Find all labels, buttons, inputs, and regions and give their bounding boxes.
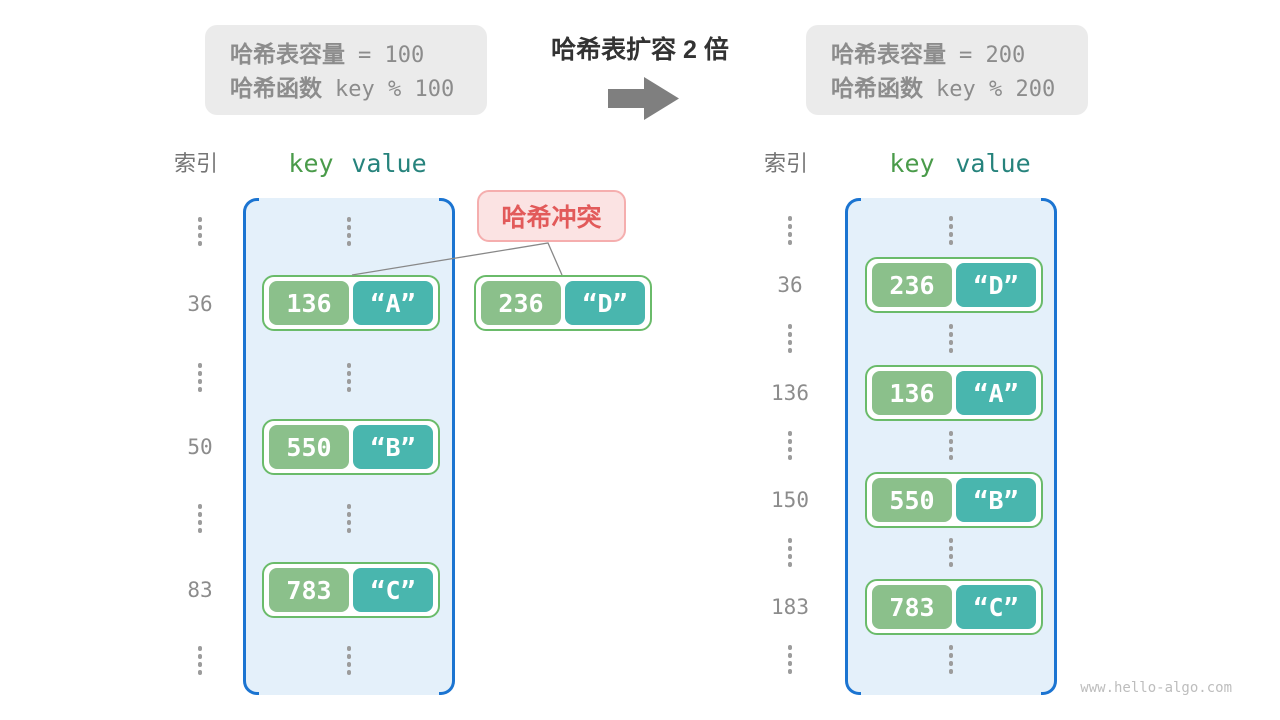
index-label: 183 (771, 595, 809, 619)
value-cell: “C” (956, 585, 1036, 629)
ellipsis-dots (921, 216, 981, 245)
right-arrow-icon (608, 77, 679, 120)
hash-fn-label: 哈希函数 (230, 75, 322, 101)
value-cell: “D” (565, 281, 645, 325)
key-cell: 783 (872, 585, 952, 629)
key-header-left: key (288, 149, 334, 178)
ellipsis-dots (170, 504, 230, 533)
ellipsis-dots (170, 363, 230, 392)
ellipsis-dots (921, 538, 981, 567)
expand-title: 哈希表扩容 2 倍 (551, 36, 729, 64)
kv-entry-136-A: 136 “A” (262, 275, 440, 331)
ellipsis-dots (760, 431, 820, 460)
table-bracket-right (1041, 198, 1057, 695)
value-header-left: value (351, 149, 427, 178)
capacity-label: 哈希表容量 (831, 41, 946, 67)
value-cell: “B” (956, 478, 1036, 522)
index-label: 36 (187, 292, 213, 316)
watermark: www.hello-algo.com (1080, 680, 1232, 696)
key-cell: 136 (872, 371, 952, 415)
ellipsis-dots (921, 645, 981, 674)
table-bracket-left (845, 198, 861, 695)
hash-fn-value: key % 100 (335, 77, 455, 102)
ellipsis-dots (760, 324, 820, 353)
ellipsis-dots (760, 645, 820, 674)
value-cell: “D” (956, 263, 1036, 307)
value-header-right: value (955, 149, 1031, 178)
ellipsis-dots (319, 504, 379, 533)
index-label: 136 (771, 381, 809, 405)
kv-entry-236-D: 236 “D” (865, 257, 1043, 313)
value-cell: “A” (956, 371, 1036, 415)
kv-entry-136-A: 136 “A” (865, 365, 1043, 421)
ellipsis-dots (170, 217, 230, 246)
key-cell: 236 (872, 263, 952, 307)
index-header-right: 索引 (763, 151, 808, 176)
index-header-left: 索引 (173, 151, 218, 176)
key-cell: 236 (481, 281, 561, 325)
kv-entry-783-C: 783 “C” (865, 579, 1043, 635)
index-label: 50 (187, 435, 213, 459)
value-cell: “A” (353, 281, 433, 325)
kv-entry-550-B: 550 “B” (262, 419, 440, 475)
hash-fn-line: 哈希函数 key % 200 (831, 72, 1088, 106)
hash-fn-value: key % 200 (936, 77, 1056, 102)
kv-entry-236-D-colliding: 236 “D” (474, 275, 652, 331)
key-cell: 550 (872, 478, 952, 522)
key-cell: 136 (269, 281, 349, 325)
capacity-value: = 100 (358, 43, 425, 68)
key-cell: 550 (269, 425, 349, 469)
info-box-before: 哈希表容量 = 100 哈希函数 key % 100 (205, 25, 487, 115)
ellipsis-dots (921, 324, 981, 353)
ellipsis-dots (760, 216, 820, 245)
capacity-label: 哈希表容量 (230, 41, 345, 67)
ellipsis-dots (170, 646, 230, 675)
ellipsis-dots (760, 538, 820, 567)
collision-label: 哈希冲突 (477, 190, 626, 242)
capacity-value: = 200 (959, 43, 1026, 68)
collision-connector-lines (351, 242, 563, 276)
ellipsis-dots (319, 217, 379, 246)
kv-entry-550-B: 550 “B” (865, 472, 1043, 528)
index-label: 36 (777, 273, 803, 297)
hash-fn-label: 哈希函数 (831, 75, 923, 101)
value-cell: “B” (353, 425, 433, 469)
capacity-line: 哈希表容量 = 100 (230, 38, 487, 72)
key-header-right: key (889, 149, 935, 178)
index-label: 150 (771, 488, 809, 512)
index-label: 83 (187, 578, 213, 602)
info-box-after: 哈希表容量 = 200 哈希函数 key % 200 (806, 25, 1088, 115)
key-cell: 783 (269, 568, 349, 612)
table-bracket-left (243, 198, 259, 695)
hash-fn-line: 哈希函数 key % 100 (230, 72, 487, 106)
kv-entry-783-C: 783 “C” (262, 562, 440, 618)
table-bracket-right (439, 198, 455, 695)
capacity-line: 哈希表容量 = 200 (831, 38, 1088, 72)
value-cell: “C” (353, 568, 433, 612)
ellipsis-dots (319, 363, 379, 392)
ellipsis-dots (319, 646, 379, 675)
ellipsis-dots (921, 431, 981, 460)
